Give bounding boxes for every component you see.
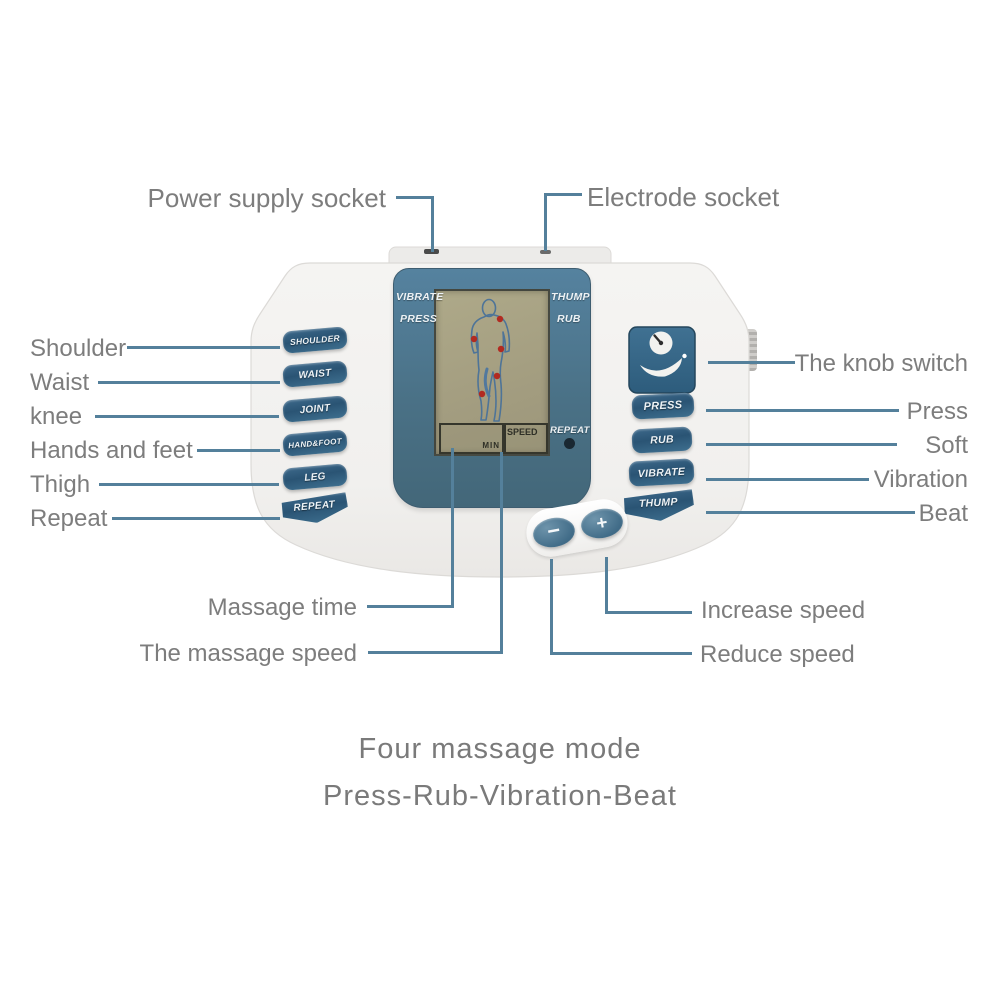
screen-rub-label: RUB	[557, 313, 581, 325]
joint-button-label: JOINT	[299, 402, 331, 416]
min-box: MIN	[439, 423, 506, 454]
footer-title: Four massage mode	[358, 733, 642, 765]
rub-button-label: RUB	[649, 433, 675, 447]
min-label: MIN	[482, 441, 500, 450]
vibration-callout-label: Vibration	[873, 466, 968, 493]
speed-box: SPEED	[502, 423, 548, 454]
knob-switch[interactable]	[628, 326, 696, 394]
soft-callout-label: Soft	[925, 432, 968, 459]
repeat-button-label: REPEAT	[293, 498, 336, 514]
massage-speed-callout-label: The massage speed	[139, 640, 357, 667]
callout-line	[367, 605, 453, 608]
vibrate-button[interactable]: VIBRATE	[628, 458, 695, 487]
press-button[interactable]: PRESS	[631, 392, 695, 420]
rub-button[interactable]: RUB	[631, 426, 693, 454]
callout-line	[95, 415, 279, 418]
callout-line	[605, 557, 608, 614]
callout-line	[550, 559, 553, 655]
thigh-callout-label: Thigh	[30, 471, 91, 498]
electrode-socket-slot	[540, 250, 551, 254]
thump-button-label: THUMP	[638, 495, 679, 511]
callout-line	[550, 652, 692, 655]
callout-line	[546, 193, 582, 196]
callout-line	[605, 611, 692, 614]
waist-callout-label: Waist	[30, 369, 90, 396]
lcd-display: MIN SPEED	[434, 289, 550, 456]
reduce-speed-callout-label: Reduce speed	[700, 641, 855, 668]
screen-thump-label: THUMP	[551, 291, 590, 303]
power-supply-socket-label: Power supply socket	[147, 183, 386, 213]
callout-line	[706, 409, 899, 412]
callout-line	[99, 483, 279, 486]
screen-press-label: PRESS	[400, 313, 438, 325]
callout-line	[706, 443, 897, 446]
speed-label: SPEED	[507, 427, 538, 437]
knob-dial-icon	[628, 326, 696, 394]
waist-button-label: WAIST	[297, 367, 332, 381]
shoulder-callout-label: Shoulder	[30, 335, 127, 362]
knee-callout-label: knee	[30, 403, 83, 430]
plus-sign: +	[594, 511, 610, 535]
body-figure-icon	[470, 298, 511, 422]
repeat-indicator-dot	[564, 438, 575, 449]
press-callout-label: Press	[906, 398, 968, 425]
leg-button-label: LEG	[303, 470, 327, 484]
electrode-socket-label: Electrode socket	[587, 182, 780, 212]
massage-time-callout-label: Massage time	[207, 594, 357, 621]
callout-line	[451, 448, 454, 608]
hand-foot-button-label: HAND&FOOT	[287, 436, 343, 450]
callout-line	[396, 196, 434, 199]
callout-line	[706, 511, 915, 514]
beat-callout-label: Beat	[918, 500, 968, 527]
callout-line	[706, 478, 869, 481]
callout-line	[368, 651, 502, 654]
callout-line	[500, 452, 503, 654]
screen-vibrate-label: VIBRATE	[396, 291, 444, 303]
callout-line	[431, 196, 434, 252]
minus-sign: −	[545, 517, 563, 544]
vibrate-button-label: VIBRATE	[637, 465, 686, 480]
callout-line	[197, 449, 280, 452]
knob-switch-callout-label: The knob switch	[794, 350, 968, 377]
footer-subtitle: Press-Rub-Vibration-Beat	[323, 780, 677, 812]
increase-speed-callout-label: Increase speed	[701, 597, 866, 624]
callout-line	[98, 381, 280, 384]
repeat-callout-label: Repeat	[30, 505, 108, 532]
callout-line	[112, 517, 280, 520]
shoulder-button-label: SHOULDER	[289, 332, 341, 348]
callout-line	[544, 193, 547, 251]
callout-line	[708, 361, 795, 364]
screen-repeat-label: REPEAT	[550, 425, 590, 436]
press-button-label: PRESS	[643, 398, 683, 414]
hands-and-feet-callout-label: Hands and feet	[30, 437, 193, 464]
callout-line	[127, 346, 280, 349]
